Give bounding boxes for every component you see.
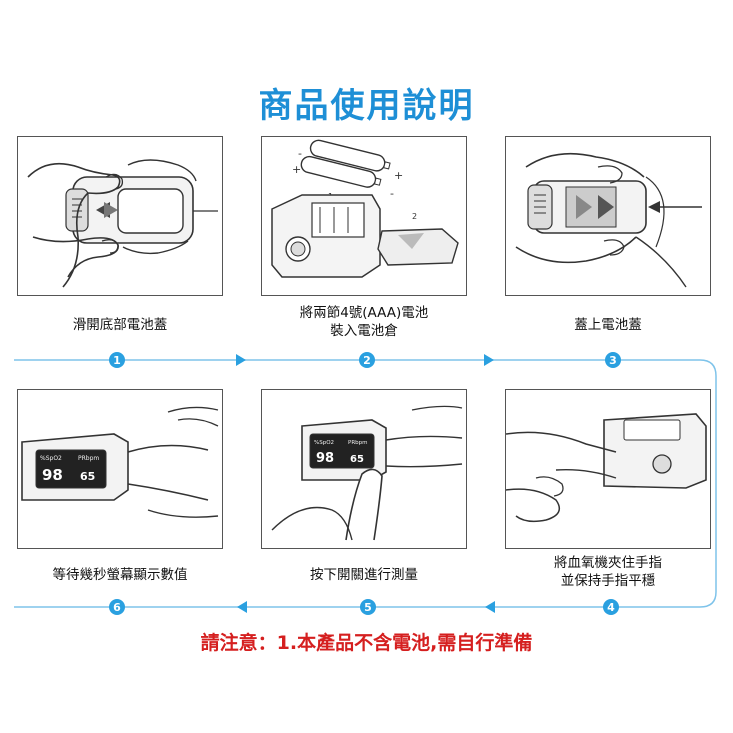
display-spo2-label: %SpO2: [40, 455, 62, 462]
step-5-caption-line1: 按下開關進行測量: [310, 567, 418, 583]
step-number-1: 1: [113, 354, 121, 367]
battery-plus-mark: +: [394, 169, 403, 182]
step-6-illustration: %SpO2 PRbpm 98 65: [17, 389, 223, 549]
battery-notice: 請注意：1.本產品不含電池,需自行準備: [200, 632, 533, 654]
step-number-6: 6: [113, 601, 121, 614]
display-pr-value: 65: [80, 470, 95, 483]
display-pr-value: 65: [350, 454, 364, 465]
battery-minus-mark: -: [390, 187, 394, 200]
battery-minus-mark: -: [298, 147, 302, 160]
step-4-caption-line1: 將血氧機夾住手指: [554, 555, 662, 571]
step-4-caption-line2: 並保持手指平穩: [560, 573, 656, 589]
step-3-caption: 蓋上電池蓋: [505, 316, 711, 334]
step-6-caption: 等待幾秒螢幕顯示數值: [17, 566, 223, 584]
step-1-caption-line1: 滑開底部電池蓋: [72, 317, 168, 333]
arrow-left-icon: [237, 601, 247, 613]
step-2-caption: 將兩節4號(AAA)電池 裝入電池倉: [261, 304, 467, 340]
step-1-caption: 滑開底部電池蓋: [17, 316, 223, 334]
step-2-illustration: - + + - 1 2: [261, 136, 467, 296]
arrow-right-icon: [236, 354, 246, 366]
arrow-right-icon: [484, 354, 494, 366]
arrow-left-icon: [485, 601, 495, 613]
display-pr-label: PRbpm: [348, 440, 367, 446]
step-marker-1: 1: [109, 352, 125, 368]
step-3-illustration: [505, 136, 711, 296]
step-2-caption-line2: 裝入電池倉: [330, 323, 398, 339]
step-5-illustration: %SpO2 PRbpm 98 65: [261, 389, 467, 549]
display-pr-label: PRbpm: [78, 455, 99, 462]
step-number-4: 4: [607, 601, 615, 614]
step-number-3: 3: [609, 354, 617, 367]
display-spo2-value: 98: [42, 466, 63, 484]
step-6-caption-line1: 等待幾秒螢幕顯示數值: [52, 567, 188, 583]
battery-index-2: 2: [412, 212, 417, 221]
step-3-caption-line1: 蓋上電池蓋: [574, 317, 642, 333]
page-title: 商品使用說明: [258, 86, 475, 126]
step-4-illustration: [505, 389, 711, 549]
step-number-2: 2: [363, 354, 371, 367]
step-4-caption: 將血氧機夾住手指 並保持手指平穩: [505, 554, 711, 590]
step-marker-2: 2: [359, 352, 375, 368]
step-1-illustration: [17, 136, 223, 296]
step-number-5: 5: [364, 601, 372, 614]
display-spo2-label: %SpO2: [314, 440, 334, 446]
step-2-caption-line1: 將兩節4號(AAA)電池: [299, 305, 429, 321]
step-5-caption: 按下開關進行測量: [261, 566, 467, 584]
step-marker-5: 5: [360, 599, 376, 615]
display-spo2-value: 98: [316, 451, 334, 466]
step-marker-3: 3: [605, 352, 621, 368]
battery-plus-mark: +: [292, 163, 301, 176]
step-marker-4: 4: [603, 599, 619, 615]
step-marker-6: 6: [109, 599, 125, 615]
